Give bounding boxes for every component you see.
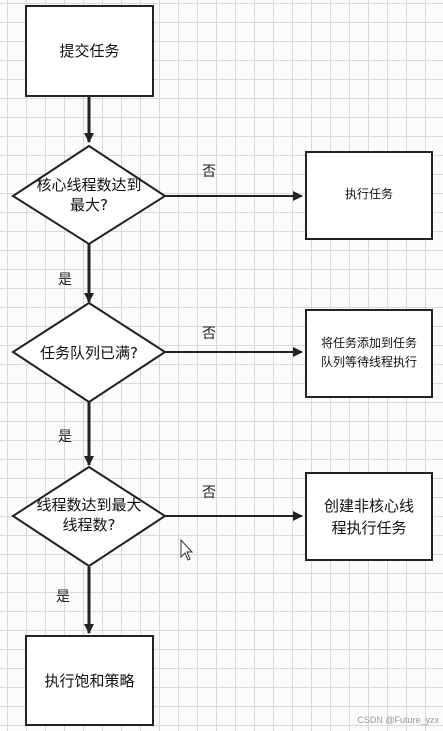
node-create-thread xyxy=(305,472,433,561)
cursor-icon xyxy=(180,538,194,561)
edge-label-no-1: 否 xyxy=(202,164,216,180)
decision-max-threads-line1: 线程数达到最大 xyxy=(36,496,141,514)
node-enqueue-task-line1: 将任务添加到任务 xyxy=(321,335,417,350)
node-submit-label: 提交任务 xyxy=(59,42,119,60)
decision-core-threads-max-line2: 最大? xyxy=(70,196,108,214)
decision-max-threads xyxy=(11,465,167,568)
decision-core-threads-max xyxy=(11,144,167,246)
watermark: CSDN @Future_yzx xyxy=(357,715,439,725)
node-create-thread-line1: 创建非核心线 xyxy=(324,497,414,515)
decision-queue-full xyxy=(11,301,167,404)
node-reject-policy xyxy=(25,635,154,726)
edge-label-no-3: 否 xyxy=(202,485,216,501)
decision-queue-full-label: 任务队列已满? xyxy=(40,344,138,362)
node-enqueue-task xyxy=(305,309,433,398)
node-execute-task xyxy=(305,151,433,240)
node-execute-task-label: 执行任务 xyxy=(345,186,393,201)
decision-max-threads-line2: 线程数? xyxy=(63,516,116,534)
node-reject-policy-label: 执行饱和策略 xyxy=(44,672,134,690)
node-submit xyxy=(25,5,154,97)
node-create-thread-line2: 程执行任务 xyxy=(331,519,406,537)
edge-label-yes-3: 是 xyxy=(56,589,70,605)
edge-label-no-2: 否 xyxy=(202,326,216,342)
edge-label-yes-2: 是 xyxy=(58,429,72,445)
decision-core-threads-max-line1: 核心线程数达到 xyxy=(36,176,141,194)
node-enqueue-task-line2: 队列等待线程执行 xyxy=(321,354,417,369)
edge-label-yes-1: 是 xyxy=(58,272,72,288)
